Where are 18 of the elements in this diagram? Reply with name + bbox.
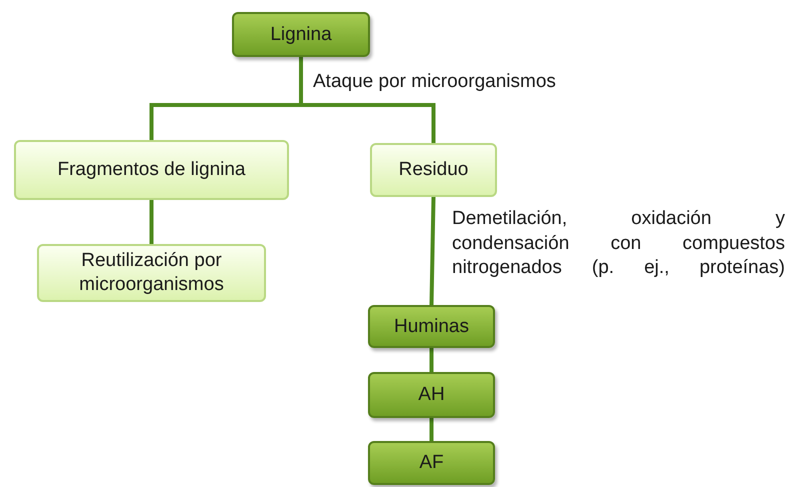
node-label: AF [419, 451, 444, 475]
result-box [14, 140, 289, 200]
result-box [37, 244, 266, 302]
node-label: Huminas [394, 314, 469, 338]
process-box [368, 441, 495, 485]
connector-line [150, 200, 154, 244]
process-box [368, 305, 495, 348]
process-box [368, 372, 495, 418]
node-label: Reutilización por microorganismos [78, 249, 225, 297]
connector-line [430, 348, 434, 372]
node-label: Lignina [270, 22, 332, 46]
result-box [370, 143, 497, 197]
node-label: AH [418, 383, 445, 407]
connector-line [430, 418, 434, 441]
process-box [232, 12, 370, 57]
node-label: Residuo [398, 158, 468, 182]
node-label: Fragmentos de lignina [58, 158, 246, 182]
connector-line [430, 196, 436, 306]
